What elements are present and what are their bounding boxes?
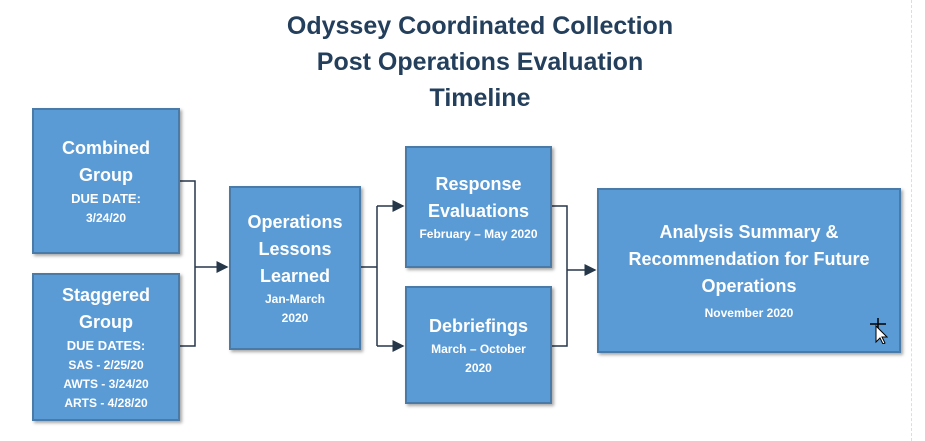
- lessons-learned-box[interactable]: Operations Lessons Learned Jan-March 202…: [229, 186, 361, 350]
- connector-evals: [551, 205, 595, 347]
- staggered-group-box[interactable]: Staggered Group DUE DATES: SAS - 2/25/20…: [32, 273, 180, 421]
- box-heading: Lessons: [258, 238, 332, 259]
- response-evaluations-box[interactable]: Response Evaluations February – May 2020: [405, 146, 552, 268]
- box-heading: Operations: [247, 211, 343, 232]
- box-detail: 2020: [465, 360, 492, 375]
- box-heading: Debriefings: [428, 315, 529, 336]
- box-detail: 3/24/20: [85, 210, 127, 225]
- box-detail: 2020: [281, 310, 309, 325]
- box-heading: Group: [79, 311, 133, 332]
- box-heading: Analysis Summary &: [659, 221, 839, 242]
- box-heading: Response: [435, 173, 522, 194]
- debriefings-box[interactable]: Debriefings March – October 2020: [405, 286, 552, 404]
- page-edge-divider: [911, 0, 912, 441]
- box-detail: AWTS - 3/24/20: [63, 376, 149, 391]
- box-detail: February – May 2020: [419, 226, 538, 241]
- move-cursor-icon: [870, 318, 888, 344]
- box-heading: Staggered: [61, 284, 151, 305]
- connector-lessons: [360, 206, 403, 346]
- box-heading: Learned: [259, 265, 331, 286]
- combined-group-box[interactable]: Combined Group DUE DATE: 3/24/20: [32, 108, 180, 254]
- box-detail: March – October: [431, 341, 526, 356]
- box-heading: Recommendation for Future: [628, 248, 870, 269]
- box-detail: DUE DATES:: [66, 337, 146, 353]
- box-heading: Combined: [62, 137, 150, 158]
- box-heading: Evaluations: [427, 200, 530, 221]
- title-line: Post Operations Evaluation: [316, 48, 644, 76]
- box-heading: Operations: [701, 275, 797, 296]
- title-line: Timeline: [429, 84, 531, 112]
- box-detail: November 2020: [704, 305, 794, 320]
- box-detail: Jan-March: [264, 291, 326, 306]
- box-detail: ARTS - 4/28/20: [64, 395, 148, 410]
- box-detail: DUE DATE:: [71, 190, 141, 206]
- title-line: Odyssey Coordinated Collection: [286, 12, 674, 40]
- box-detail: SAS - 2/25/20: [68, 357, 144, 372]
- diagram-title: Odyssey Coordinated Collection Post Oper…: [230, 8, 730, 116]
- connector-groups: [179, 180, 227, 347]
- box-heading: Group: [79, 164, 133, 185]
- analysis-summary-box[interactable]: Analysis Summary & Recommendation for Fu…: [597, 188, 901, 353]
